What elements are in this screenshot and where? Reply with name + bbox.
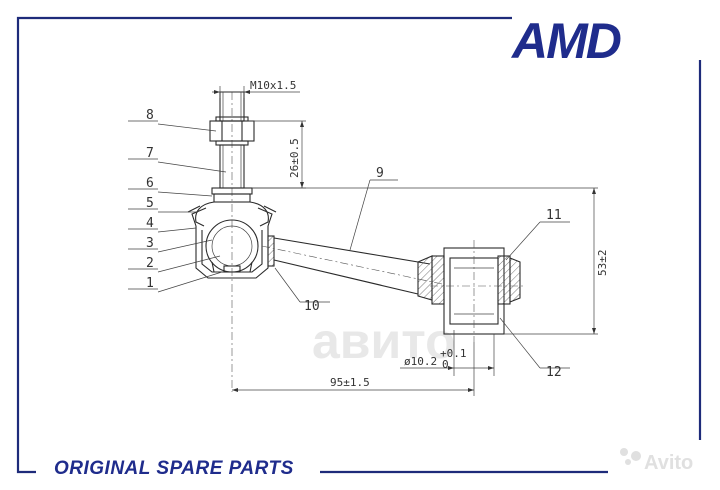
part-label-3: 3 — [146, 236, 154, 251]
dim-bore-tol-lower: 0 — [442, 358, 449, 371]
part-label-6: 6 — [146, 176, 154, 191]
dim-bore-tol-upper: +0.1 — [440, 347, 467, 360]
dim-stud-length: 26±0.5 — [288, 138, 301, 178]
part-label-8: 8 — [146, 108, 154, 123]
part-label-5: 5 — [146, 196, 154, 211]
part-label-1: 1 — [146, 276, 154, 291]
avito-watermark-text: Avito — [644, 452, 693, 474]
part-number-labels: 8 7 6 5 4 3 2 1 9 10 11 12 — [146, 108, 562, 380]
dim-height: 53±2 — [596, 250, 609, 277]
amd-logo: AMD — [510, 13, 623, 69]
avito-watermark: Avito — [620, 448, 693, 474]
part-label-12: 12 — [546, 365, 562, 380]
dim-length: 95±1.5 — [330, 376, 370, 389]
dim-thread: M10x1.5 — [250, 79, 296, 92]
dim-bore: ø10.2 — [404, 355, 437, 368]
part-label-4: 4 — [146, 216, 154, 231]
part-label-2: 2 — [146, 256, 154, 271]
part-label-9: 9 — [376, 166, 384, 181]
dimension-lines: M10x1.5 26±0.5 53±2 ø10.2 +0.1 0 95±1.5 — [212, 79, 609, 396]
part-label-10: 10 — [304, 299, 320, 314]
stabilizer-link-drawing — [187, 91, 526, 392]
watermark-text: авито — [312, 313, 456, 369]
drawing-frame — [16, 16, 702, 474]
footer-text: ORIGINAL SPARE PARTS — [54, 458, 294, 479]
part-label-11: 11 — [546, 208, 562, 223]
leader-lines — [128, 120, 570, 369]
part-label-7: 7 — [146, 146, 154, 161]
logo-text: AMD — [510, 13, 621, 69]
